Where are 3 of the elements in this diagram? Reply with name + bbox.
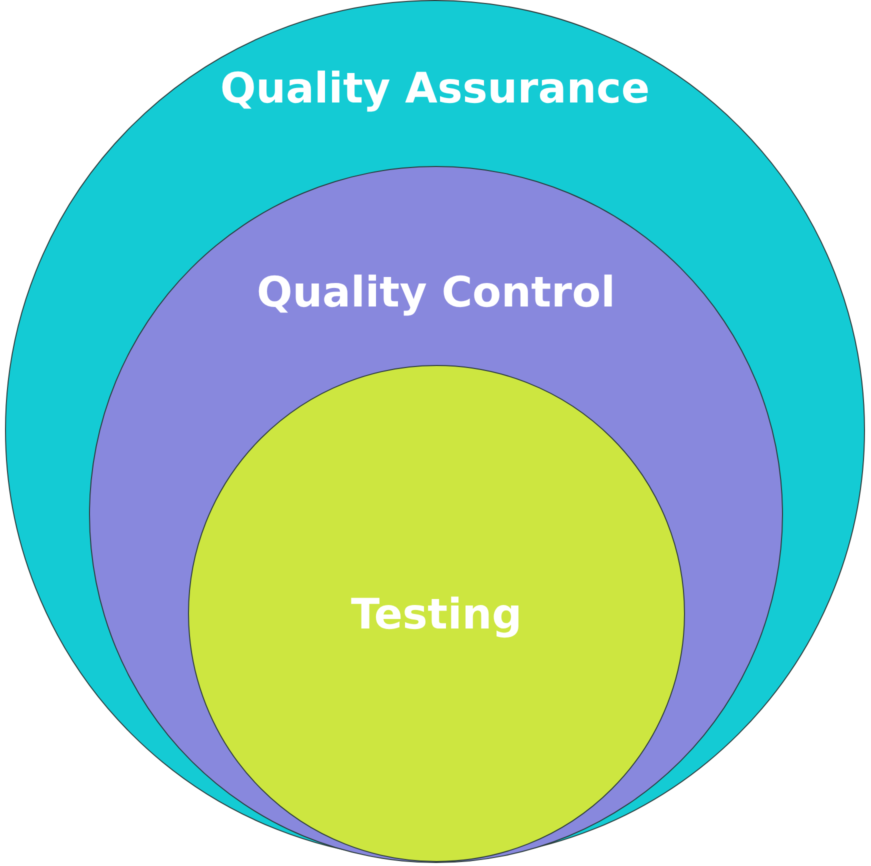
circle-label: Quality Assurance (220, 64, 650, 112)
circle-label: Testing (351, 590, 522, 638)
circle-label: Quality Control (256, 268, 616, 316)
